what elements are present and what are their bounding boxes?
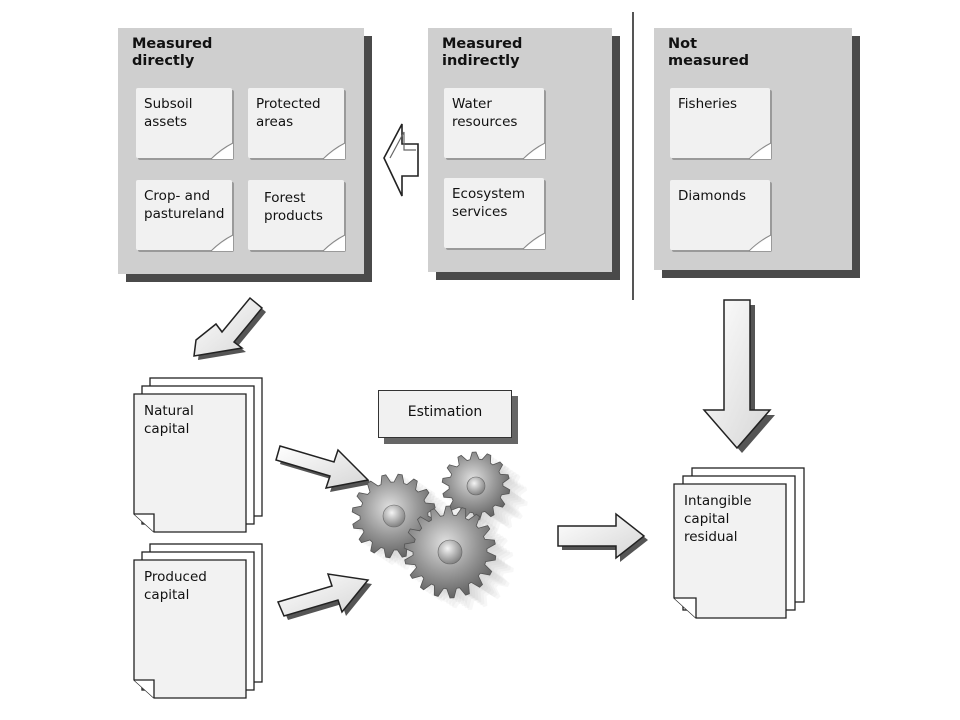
arrow-down-left-icon — [193, 296, 266, 360]
card-diamonds: Diamonds — [670, 180, 772, 252]
arrow-left-icon — [383, 123, 419, 197]
card-label: Diamonds — [678, 188, 746, 204]
gear-top-right-hub — [466, 476, 486, 496]
document-stack-icon — [673, 467, 805, 619]
estimation-label: Estimation — [407, 404, 483, 420]
card-label: Fisheries — [678, 96, 738, 112]
card-label: Subsoil assets — [144, 96, 193, 130]
arrow-right-down-icon — [275, 445, 372, 492]
document-stack-icon — [133, 543, 263, 699]
card-label: Protected areas — [256, 96, 321, 130]
arrow-right-up-icon — [276, 573, 372, 620]
gears-icon — [351, 451, 528, 610]
doc-stack-natural-capital: Natural capital — [132, 376, 272, 536]
page-fold-icon — [322, 142, 346, 160]
card-ecosystem-services: Ecosystem services — [444, 178, 546, 250]
card-crop-and-pastureland: Crop- and pastureland — [136, 180, 234, 252]
panel-measured-indirectly: Measured indirectly Water resources Ecos… — [428, 28, 612, 272]
doc-label-natural-capital: Natural capital — [144, 403, 194, 437]
doc-stack-produced-capital: Produced capital — [132, 542, 272, 702]
doc-label-intangible-capital: Intangible capital residual — [684, 493, 752, 545]
card-water-resources: Water resources — [444, 88, 546, 160]
divider-line — [632, 12, 634, 300]
card-subsoil-assets: Subsoil assets — [136, 88, 234, 160]
page-fold-icon — [748, 142, 772, 160]
card-label: Water resources — [452, 96, 518, 130]
card-protected-areas: Protected areas — [248, 88, 346, 160]
card-fisheries: Fisheries — [670, 88, 772, 160]
estimation-box: Estimation — [378, 390, 512, 438]
page-fold-icon — [748, 234, 772, 252]
doc-stack-intangible-capital: Intangible capital residual — [672, 466, 812, 626]
panel-title-measured-directly: Measured directly — [132, 36, 213, 69]
panel-title-not-measured: Not measured — [668, 36, 750, 69]
card-forest-products: Forest products — [248, 180, 346, 252]
page-fold-icon — [522, 142, 546, 160]
arrow-down-icon — [702, 299, 775, 453]
panel-measured-directly: Measured directly Subsoil assets Protect… — [118, 28, 364, 274]
page-fold-icon — [210, 234, 234, 252]
gear-bottom-hub — [437, 539, 463, 565]
panel-title-measured-indirectly: Measured indirectly — [442, 36, 523, 69]
document-stack-icon — [133, 377, 263, 533]
card-label: Ecosystem services — [452, 186, 526, 220]
card-label: Crop- and pastureland — [144, 188, 225, 222]
page-fold-icon — [522, 232, 546, 250]
doc-label-produced-capital: Produced capital — [144, 569, 207, 603]
panel-not-measured: Not measured Fisheries Diamonds — [654, 28, 852, 270]
arrow-right-icon — [557, 512, 648, 562]
page-fold-icon — [322, 234, 346, 252]
page-fold-icon — [210, 142, 234, 160]
gear-left-hub — [382, 504, 406, 528]
card-label: Forest products — [264, 190, 323, 224]
